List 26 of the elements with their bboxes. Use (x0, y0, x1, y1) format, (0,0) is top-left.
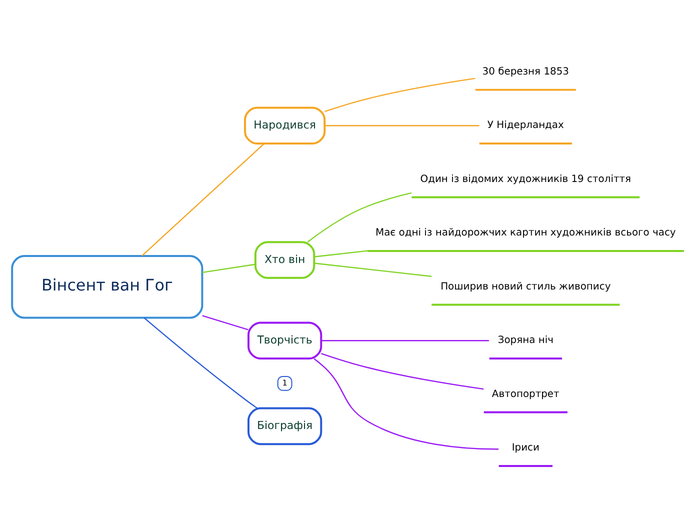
node-text: Автопортрет (492, 388, 560, 400)
connector (321, 340, 489, 342)
node-text: Має одні із найдорожчих картин художників всього часу (376, 228, 676, 239)
connector (324, 78, 476, 112)
node-box: Хто він (254, 241, 316, 279)
connector (314, 262, 432, 277)
node-box: Творчість (247, 322, 322, 360)
node-text: 30 березня 1853 (482, 66, 569, 78)
node-box: Народився (244, 106, 326, 145)
connector (142, 143, 265, 256)
node-text: Зоряна ніч (498, 335, 554, 346)
node-text: У Нідерландах (487, 120, 564, 132)
connector (314, 358, 499, 450)
connector (314, 250, 368, 258)
node-text: Поширив новий стиль живопису (440, 281, 611, 292)
connector (144, 317, 258, 409)
node-label: 1 (282, 378, 288, 388)
node-box: Вінсент ван Гог (11, 255, 204, 319)
connector (202, 315, 248, 330)
node-text: Іриси (512, 442, 540, 454)
connector (324, 125, 480, 126)
connector (202, 264, 256, 274)
connector (321, 352, 484, 390)
connector (307, 192, 412, 242)
node-box: Біографія (247, 407, 322, 446)
node-text: Один із відомих художників 19 століття (420, 174, 632, 185)
